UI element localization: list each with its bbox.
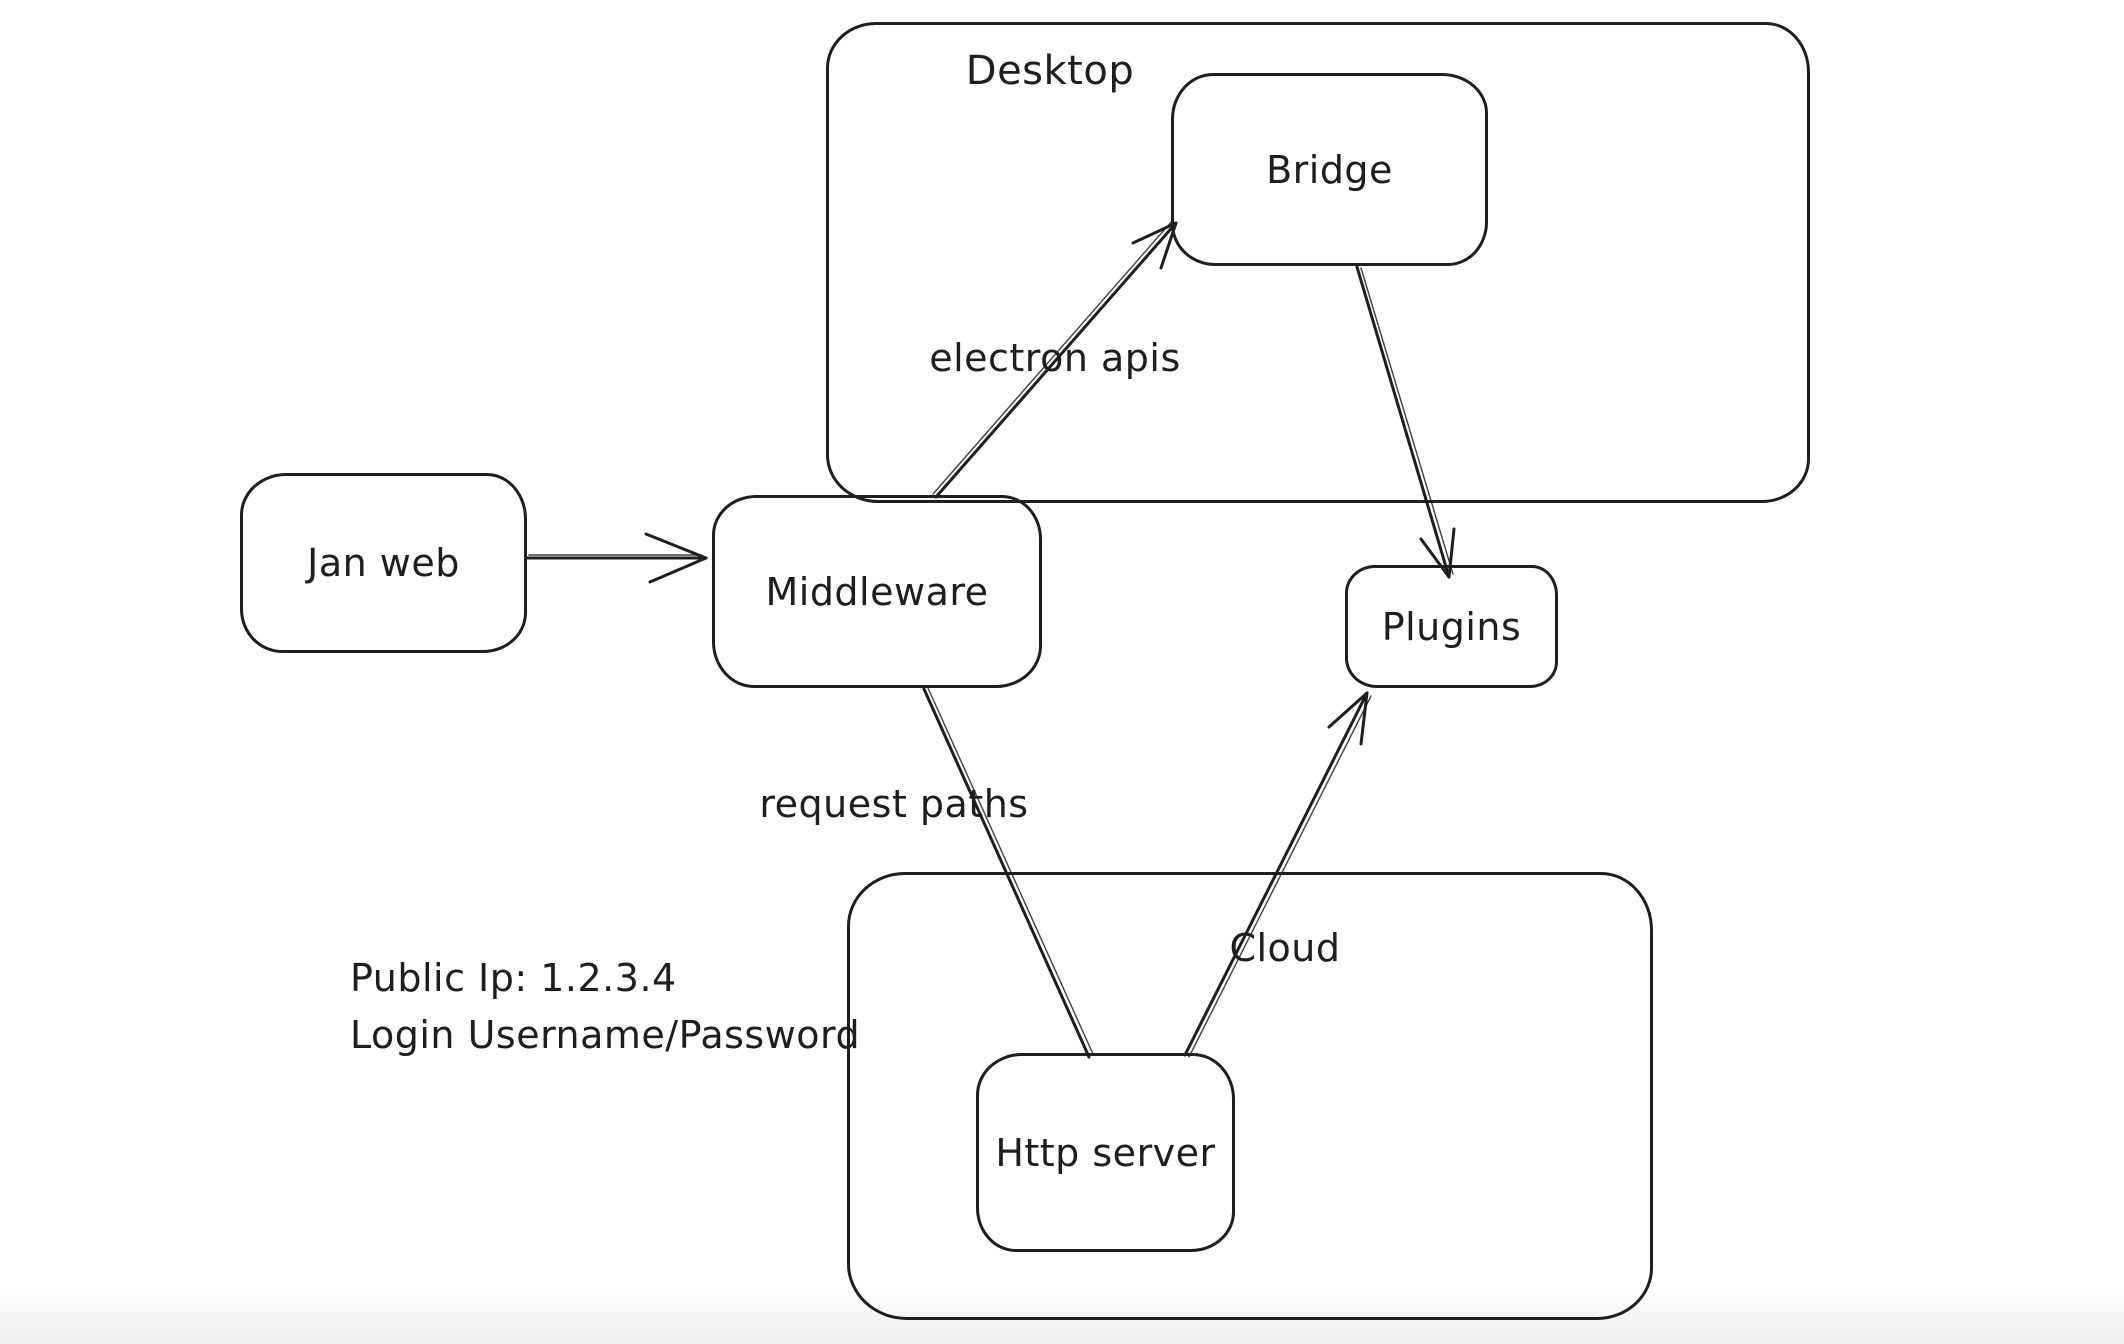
node-bridge[interactable]: Bridge bbox=[1171, 73, 1488, 266]
edge-label-electron-apis[interactable]: electron apis bbox=[929, 336, 1181, 380]
credentials-note[interactable]: Public Ip: 1.2.3.4 Login Username/Passwo… bbox=[350, 950, 860, 1064]
cloud-container-label[interactable]: Cloud bbox=[1229, 926, 1341, 970]
bottom-shadow-gradient bbox=[0, 1286, 2124, 1344]
desktop-container-label[interactable]: Desktop bbox=[965, 48, 1135, 94]
node-http-server-label: Http server bbox=[995, 1130, 1216, 1175]
cloud-container[interactable] bbox=[847, 872, 1653, 1320]
node-bridge-label: Bridge bbox=[1266, 147, 1393, 192]
node-plugins[interactable]: Plugins bbox=[1345, 565, 1558, 688]
node-http-server[interactable]: Http server bbox=[976, 1053, 1235, 1252]
node-jan-web[interactable]: Jan web bbox=[240, 473, 527, 653]
edge-label-request-paths[interactable]: request paths bbox=[759, 782, 1029, 826]
arrow-bridge-to-plugins[interactable] bbox=[1355, 265, 1456, 579]
arrow-janweb-to-middleware[interactable] bbox=[525, 532, 708, 584]
node-plugins-label: Plugins bbox=[1381, 604, 1522, 649]
node-jan-web-label: Jan web bbox=[307, 541, 460, 585]
node-middleware[interactable]: Middleware bbox=[712, 495, 1042, 688]
desktop-container[interactable] bbox=[826, 22, 1810, 503]
node-middleware-label: Middleware bbox=[765, 569, 989, 614]
credentials-note-line1: Public Ip: 1.2.3.4 bbox=[350, 956, 677, 1000]
credentials-note-line2: Login Username/Password bbox=[350, 1013, 861, 1057]
